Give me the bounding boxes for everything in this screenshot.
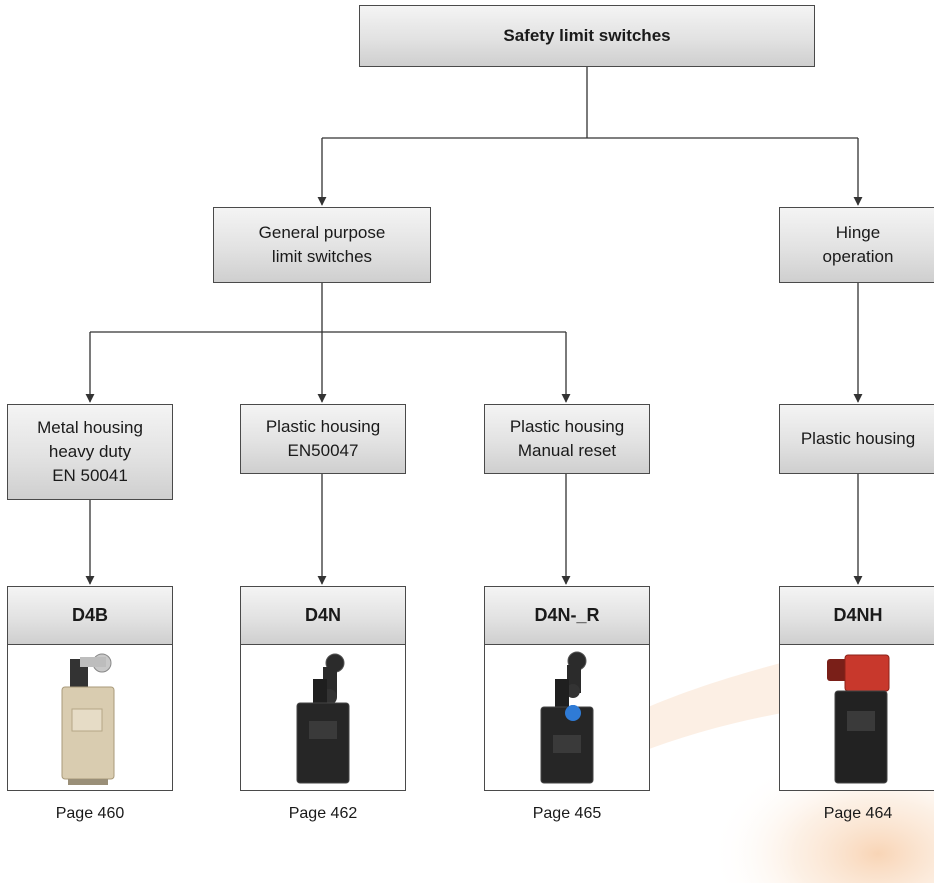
- node-label: Plastic housing EN50047: [265, 417, 381, 460]
- page-reference-d4nh[interactable]: Page 464: [823, 805, 893, 822]
- d4n-r-switch-icon: [485, 645, 649, 792]
- node-label: Metal housing heavy duty EN 50041: [37, 418, 143, 485]
- product-card-d4b[interactable]: D4B: [7, 586, 173, 791]
- node-label: Plastic housing Manual reset: [509, 417, 625, 460]
- product-title: D4N-_R: [485, 587, 649, 645]
- node-metal-housing: Metal housing heavy duty EN 50041: [7, 404, 173, 500]
- node-safety-limit-switches: Safety limit switches: [359, 5, 815, 67]
- node-hinge-operation: Hinge operation: [779, 207, 934, 283]
- node-label: Plastic housing: [800, 429, 916, 448]
- page-reference-d4b[interactable]: Page 460: [55, 805, 125, 822]
- node-general-purpose: General purpose limit switches: [213, 207, 431, 283]
- node-label: Hinge operation: [822, 223, 894, 266]
- product-card-d4nh[interactable]: D4NH: [779, 586, 934, 791]
- page-reference-d4n-r[interactable]: Page 465: [532, 805, 602, 822]
- node-label: General purpose limit switches: [258, 223, 386, 266]
- node-plastic-housing-manual-reset: Plastic housing Manual reset: [484, 404, 650, 474]
- product-title: D4NH: [780, 587, 934, 645]
- node-plastic-housing: Plastic housing EN50047: [240, 404, 406, 474]
- product-card-d4n[interactable]: D4N: [240, 586, 406, 791]
- d4n-switch-icon: [241, 645, 405, 792]
- node-label: Safety limit switches: [503, 26, 671, 45]
- d4b-switch-icon: [8, 645, 172, 792]
- node-hinge-plastic-housing: Plastic housing: [779, 404, 934, 474]
- product-card-d4n-r[interactable]: D4N-_R: [484, 586, 650, 791]
- d4nh-switch-icon: [780, 645, 934, 792]
- product-title: D4N: [241, 587, 405, 645]
- page-reference-d4n[interactable]: Page 462: [288, 805, 358, 822]
- product-title: D4B: [8, 587, 172, 645]
